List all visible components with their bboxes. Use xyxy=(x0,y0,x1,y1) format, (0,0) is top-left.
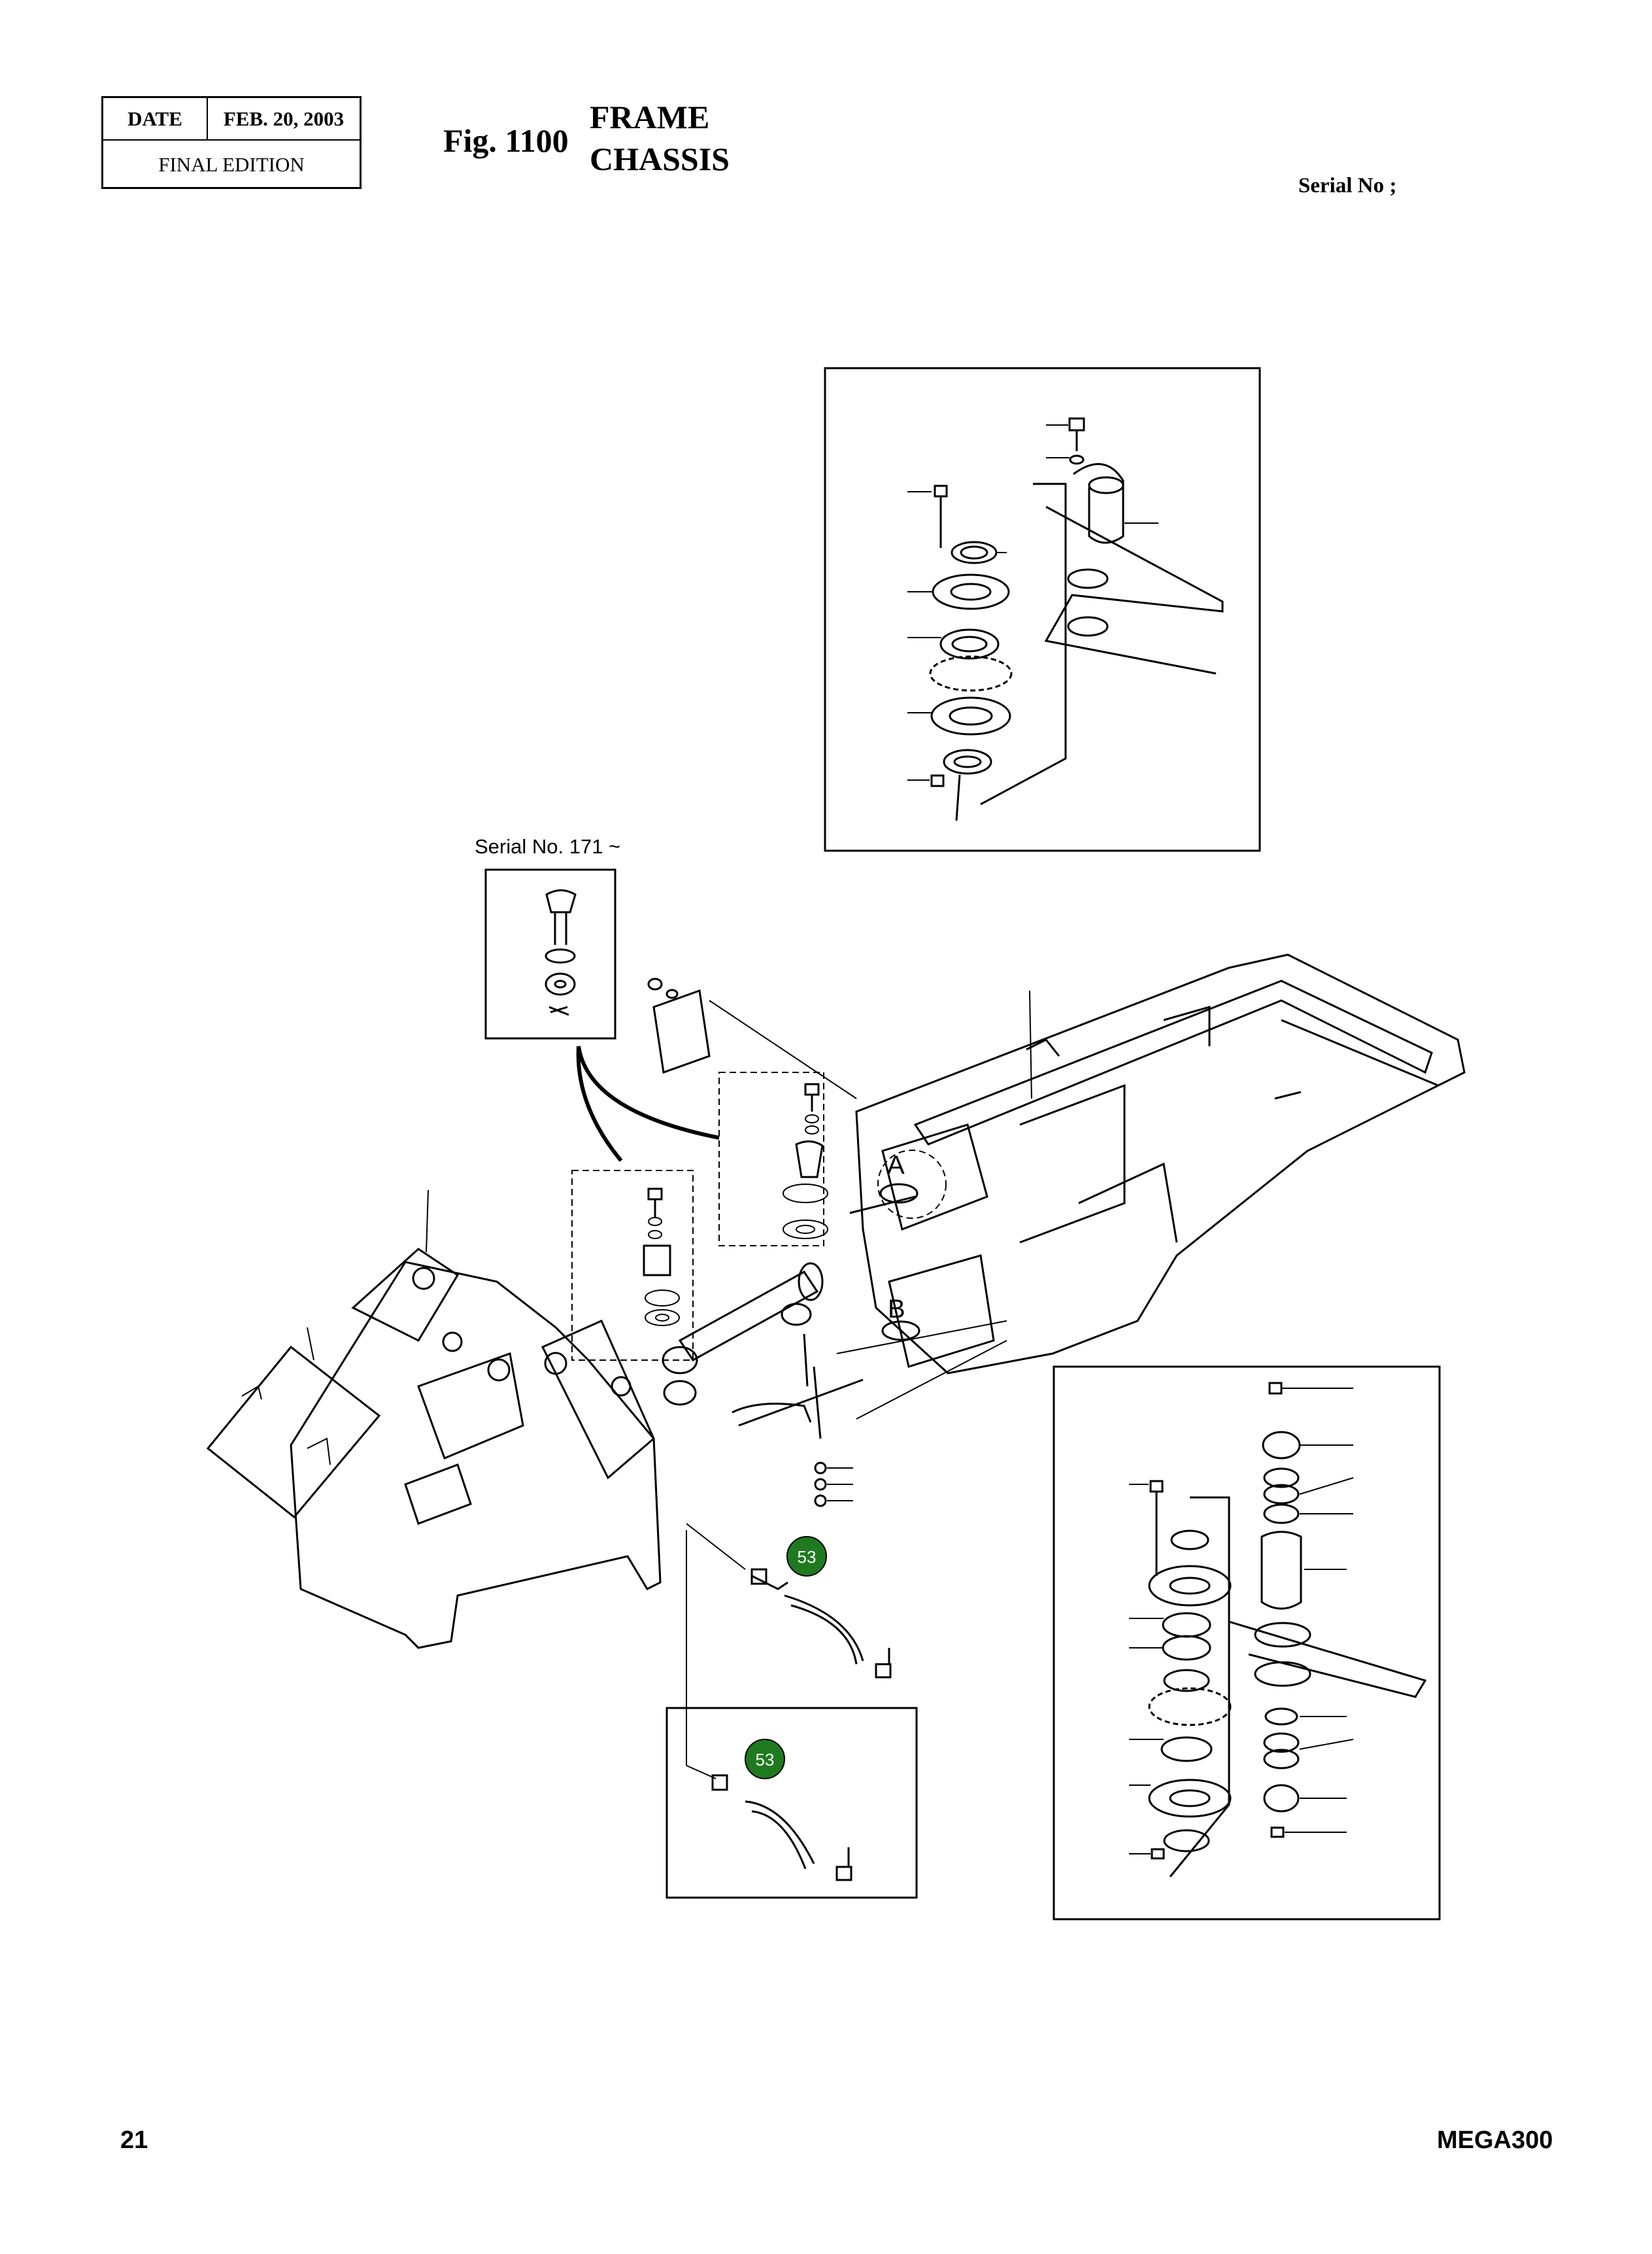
page-number: 21 xyxy=(120,2126,148,2154)
pointer-arc xyxy=(577,1046,720,1140)
callout-53-inset: 53 xyxy=(745,1739,785,1779)
model-name: MEGA300 xyxy=(1437,2126,1553,2154)
detail-box-serial-171 xyxy=(484,868,616,1040)
pin-assembly-upper xyxy=(718,1072,828,1246)
detail-label-a: A xyxy=(887,1151,905,1180)
header-row-date: DATE FEB. 20, 2003 xyxy=(103,98,360,141)
detail-label-b: B xyxy=(888,1295,905,1323)
header-box: DATE FEB. 20, 2003 FINAL EDITION xyxy=(101,96,362,189)
steering-cylinder xyxy=(662,1262,1007,1507)
edition-label: FINAL EDITION xyxy=(158,153,305,176)
detail-box-bottom xyxy=(1053,1365,1441,1921)
figure-title-frame: FRAME xyxy=(590,99,710,135)
serial-range-note: Serial No. 171 ~ xyxy=(475,835,621,858)
callout-53-main: 53 xyxy=(786,1536,827,1577)
svg-text:53: 53 xyxy=(756,1750,775,1769)
date-value: FEB. 20, 2003 xyxy=(223,107,345,130)
date-label: DATE xyxy=(103,98,208,139)
figure-title-chassis: CHASSIS xyxy=(590,141,730,177)
hose-main xyxy=(686,1523,892,1679)
front-frame xyxy=(206,1189,662,1649)
serial-label: Serial No ; xyxy=(1298,174,1397,197)
figure-number: Fig. 1100 xyxy=(443,122,569,159)
cover-plate xyxy=(647,978,857,1099)
detail-box-top xyxy=(824,367,1261,852)
pin-assembly-lower xyxy=(571,1170,694,1361)
main-frame xyxy=(849,953,1466,1375)
svg-text:53: 53 xyxy=(798,1547,817,1567)
detail-box-hose xyxy=(666,1530,918,1899)
